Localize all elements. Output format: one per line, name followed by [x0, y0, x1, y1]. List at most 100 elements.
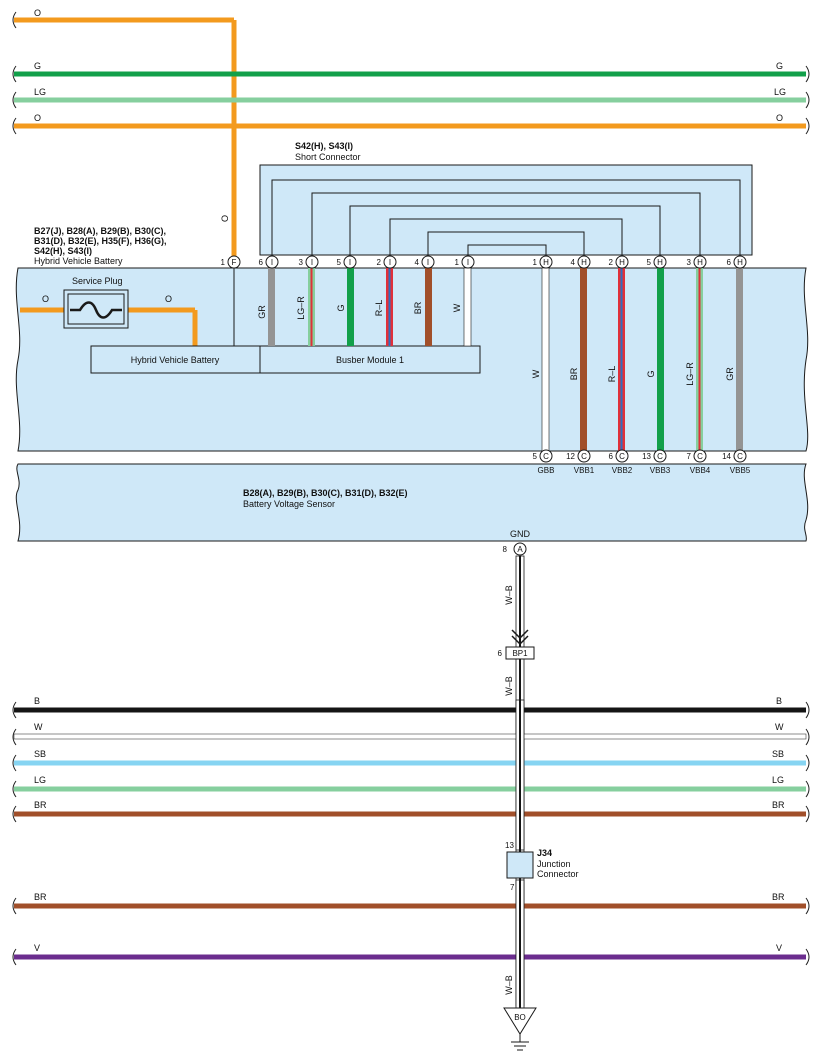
hv-battery-inner-label: Hybrid Vehicle Battery — [131, 355, 220, 365]
bottom-pin-signal: VBB1 — [574, 466, 595, 475]
top-pin-conn: I — [311, 258, 313, 267]
voltage-sensor: B28(A), B29(B), B30(C), B31(D), B32(E) B… — [15, 463, 809, 542]
bottom-pin-number: 5 — [533, 452, 538, 461]
bottom-pin-circle — [615, 449, 629, 463]
bottom-pin-number: 6 — [609, 452, 614, 461]
bottom-pin-signal: VBB5 — [730, 466, 751, 475]
lower-bus-wires: B B W W SB SB LG LG BR BR BR BR V V — [12, 696, 810, 966]
top-pin-circle — [305, 255, 319, 269]
short-connector-name: Short Connector — [295, 152, 361, 162]
wire-w-bus — [13, 733, 807, 740]
hv-battery-inner-box — [90, 345, 261, 374]
wire-label-br2-right: BR — [772, 892, 785, 902]
top-pin-conn: I — [467, 258, 469, 267]
top-pin-conn: I — [389, 258, 391, 267]
wire-label-lg2-right: LG — [772, 775, 784, 785]
top-pin-circle — [733, 255, 747, 269]
top-pin-number: 1 — [455, 258, 460, 267]
wire-label-sb-right: SB — [772, 749, 784, 759]
wire-label-br-right: BR — [772, 800, 785, 810]
top-pin-circle — [265, 255, 279, 269]
bottom-pin-signal: GBB — [538, 466, 555, 475]
gnd-pin-number: 8 — [503, 545, 508, 554]
wire-label-v-left: V — [34, 943, 40, 953]
ground-wire-label-3: W–B — [504, 975, 514, 995]
top-pin-circle — [461, 255, 475, 269]
right-wire-label: LG–R — [685, 362, 695, 386]
plug-wire-left-label: O — [42, 294, 49, 304]
bottom-pin-number: 7 — [687, 452, 692, 461]
wire-label-o-left: O — [34, 113, 41, 123]
wire-label-lg-right: LG — [774, 87, 786, 97]
wire-label-lg-left: LG — [34, 87, 46, 97]
short-connector: S42(H), S43(I) Short Connector — [259, 141, 753, 256]
bottom-pin-circle — [693, 449, 707, 463]
plug-wire-right-label: O — [165, 294, 172, 304]
left-wire-label: R–L — [374, 300, 384, 317]
j34-pin-bottom: 7 — [510, 883, 515, 892]
wire-label-b-right: B — [776, 696, 782, 706]
top-pin-conn: H — [657, 258, 663, 267]
j34-name-1: Junction — [537, 859, 571, 869]
j34-junction: 13 7 J34 Junction Connector — [505, 841, 579, 892]
voltage-sensor-name: Battery Voltage Sensor — [243, 499, 335, 509]
right-wire-label: GR — [725, 367, 735, 381]
top-pin-number: 4 — [415, 258, 420, 267]
bottom-pin-signal: VBB2 — [612, 466, 633, 475]
wire-label-w-left: W — [34, 722, 43, 732]
gnd-pin-circle — [513, 542, 527, 556]
bottom-pin-circle — [577, 449, 591, 463]
top-pin-conn: I — [427, 258, 429, 267]
left-wire-label: BR — [413, 301, 423, 314]
hv-battery-name: Hybrid Vehicle Battery — [34, 256, 123, 266]
top-pin-number: 5 — [647, 258, 652, 267]
bottom-pin-conn: C — [737, 452, 743, 461]
bottom-pin-conn: C — [657, 452, 663, 461]
j34-pin-top: 13 — [505, 841, 514, 850]
ground-wire-label-2: W–B — [504, 676, 514, 696]
voltage-sensor-codes: B28(A), B29(B), B30(C), B31(D), B32(E) — [243, 488, 408, 498]
top-pin-conn: H — [581, 258, 587, 267]
top-pin-circle — [653, 255, 667, 269]
top-pin-number: 1 — [533, 258, 538, 267]
top-pin-number: 3 — [687, 258, 692, 267]
right-wire-label: BR — [569, 367, 579, 380]
bp1-connector — [505, 646, 535, 660]
hv-battery-codes-2: B31(D), B32(E), H35(F), H36(G), — [34, 236, 167, 246]
wire-label-w-right: W — [775, 722, 784, 732]
left-wires: GR LG–R G R–L BR W — [257, 267, 472, 347]
top-pin-number: 6 — [259, 258, 264, 267]
short-connector-code: S42(H), S43(I) — [295, 141, 353, 151]
right-wire-label: G — [646, 370, 656, 377]
top-pin-number: 2 — [377, 258, 382, 267]
gnd-pin-conn: A — [517, 545, 523, 554]
bottom-pin-number: 12 — [566, 452, 575, 461]
busbar-module-box — [259, 345, 481, 374]
right-wire-label: R–L — [607, 366, 617, 383]
j34-code: J34 — [537, 848, 552, 858]
top-pin-conn: I — [349, 258, 351, 267]
bp1-pin: 6 — [498, 649, 503, 658]
j34-box — [506, 851, 534, 879]
top-pin-number: 4 — [571, 258, 576, 267]
wire-label-g-right: G — [776, 61, 783, 71]
top-pin-circle — [343, 255, 357, 269]
top-pin-number: 6 — [727, 258, 732, 267]
top-pin-number: 3 — [299, 258, 304, 267]
wire-label-sb-left: SB — [34, 749, 46, 759]
top-pin-number: 5 — [337, 258, 342, 267]
wire-label-o-right: O — [776, 113, 783, 123]
top-pin-circle — [693, 255, 707, 269]
top-pin-conn: H — [737, 258, 743, 267]
hv-battery-codes-1: B27(J), B28(A), B29(B), B30(C), — [34, 226, 166, 236]
fuse-icon — [70, 301, 122, 319]
wire-label-v-right: V — [776, 943, 782, 953]
j34-name-2: Connector — [537, 869, 579, 879]
wire-label-br2-left: BR — [34, 892, 47, 902]
connector-arrow-icon — [511, 629, 529, 646]
hv-battery: B27(J), B28(A), B29(B), B30(C), B31(D), … — [15, 226, 809, 452]
bottom-pin-circle — [653, 449, 667, 463]
bottom-pin-conn: C — [543, 452, 549, 461]
